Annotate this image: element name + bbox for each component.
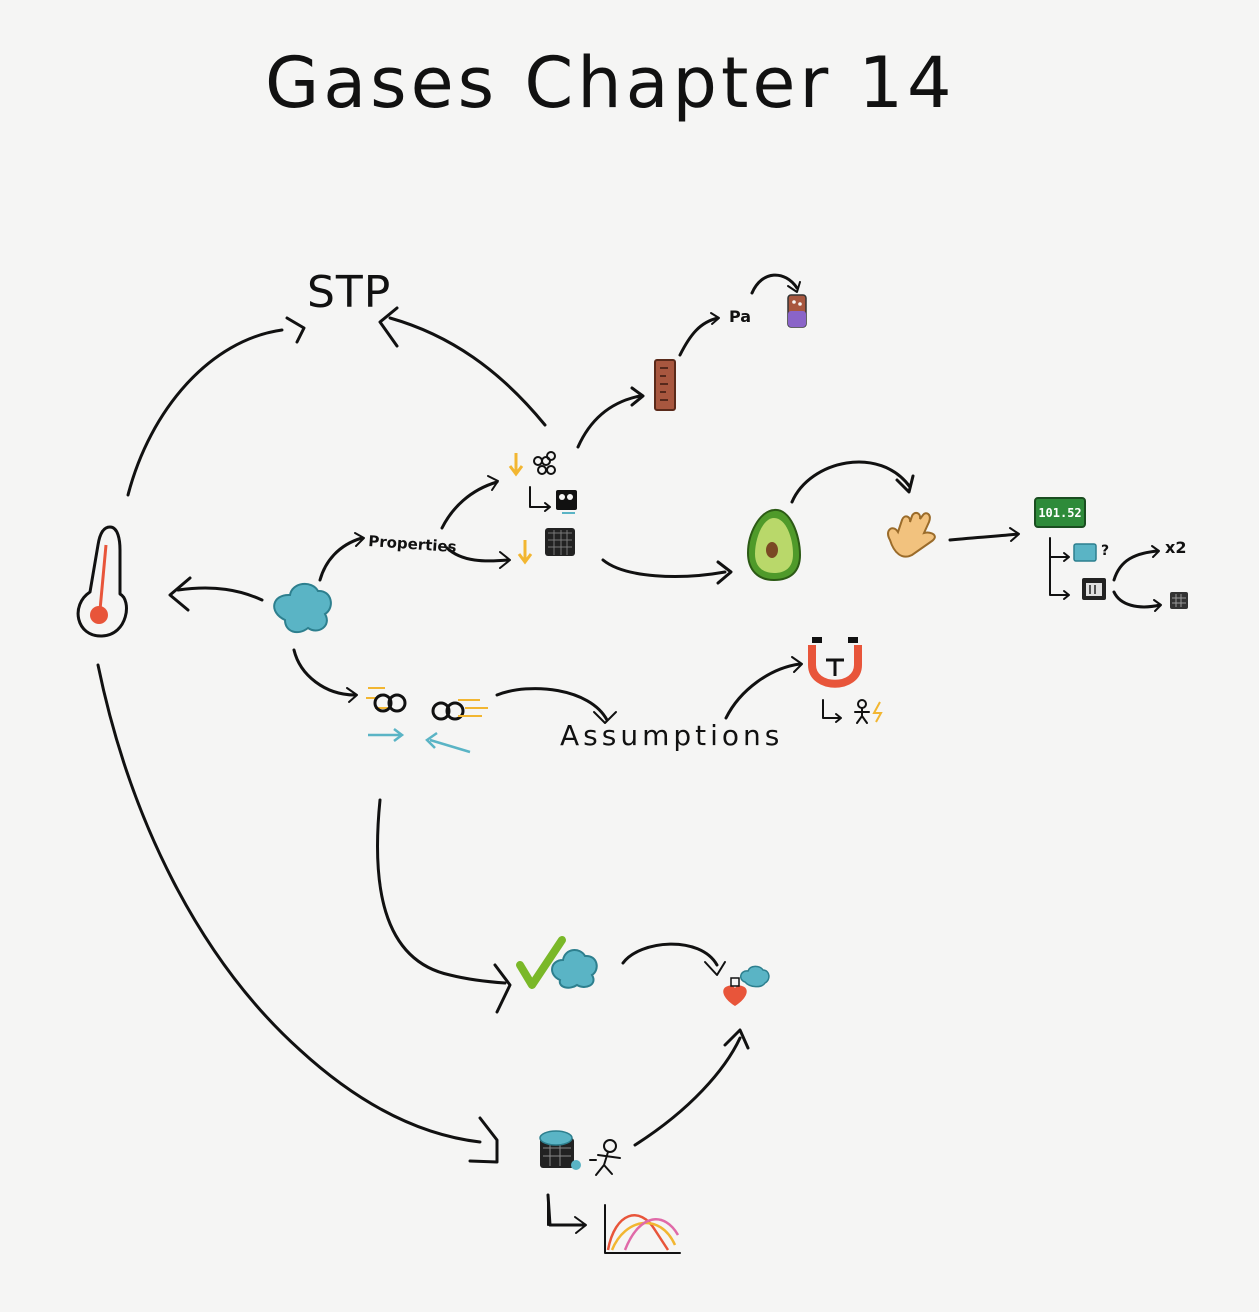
- arrowhead-heart-bottom: [723, 1028, 750, 1050]
- stick-figure-icon: [589, 1139, 621, 1176]
- avocado-icon: [746, 508, 802, 582]
- heart-icon: [723, 965, 770, 1006]
- small-block-icon: [1082, 578, 1106, 600]
- arrow-to-small-block: [1112, 590, 1162, 609]
- connectors: [96, 273, 1162, 1234]
- moving-particles-icon: [366, 687, 488, 754]
- molecules-icon: [533, 451, 556, 475]
- arrowhead-gauge: [787, 281, 801, 293]
- arrow-avocado-to-hand: [790, 460, 912, 504]
- arrowhead-ideal-gas: [493, 963, 512, 1014]
- arrow-cloud-to-thermo: [176, 586, 264, 602]
- pressure-gauge-icon: [787, 294, 807, 328]
- properties-label: Properties: [368, 532, 458, 556]
- grid-cube-icon: [1170, 592, 1188, 609]
- hand-icon: [887, 511, 936, 558]
- arrowhead-container: [468, 1116, 499, 1164]
- distribution-curves-icon: [547, 1199, 681, 1254]
- arrowhead-curves: [574, 1216, 587, 1234]
- arrow-pa-to-gauge: [750, 273, 799, 295]
- gas-cloud-icon: [273, 583, 332, 634]
- arrow-properties-to-molecules: [440, 480, 499, 530]
- arrow-dense-to-avocado: [601, 558, 727, 578]
- arrowhead-branch-top: [1063, 552, 1070, 562]
- page-title: Gases Chapter 14: [265, 42, 956, 124]
- container-question-icon: ?: [1073, 543, 1109, 562]
- arrowhead-display: [1009, 527, 1020, 542]
- arrow-hand-to-display: [948, 532, 1020, 542]
- arrow-thermo-to-container: [96, 663, 482, 1144]
- arrowhead-small-block: [1153, 599, 1162, 612]
- arrowhead-thermo: [168, 576, 192, 612]
- dense-block-icon: [517, 528, 575, 565]
- magnet-icon: [808, 637, 862, 688]
- times-two-label: x2: [1165, 538, 1186, 557]
- display-branch-line: [1049, 537, 1069, 596]
- container-icon: [539, 1130, 581, 1170]
- arrow-figure-to-heart: [633, 1036, 742, 1147]
- question-mark: ?: [1101, 543, 1109, 559]
- decrease-arrow-icon: [508, 453, 524, 477]
- arrow-cloud-to-particles: [292, 648, 357, 697]
- arrowhead-avocado: [716, 560, 733, 585]
- arrowhead-particles: [346, 687, 358, 703]
- arrowhead-heart-top: [704, 961, 726, 976]
- arrowhead-hand: [895, 474, 915, 494]
- arrowhead-ruler: [630, 386, 645, 407]
- arrow-thermo-to-stp: [126, 328, 284, 497]
- arrow-block-to-stp: [388, 316, 547, 427]
- crowd-icon: [529, 486, 577, 514]
- arrow-ruler-to-pa: [678, 316, 720, 357]
- arrow-to-ruler: [576, 394, 642, 449]
- arrowhead-x2: [1151, 545, 1160, 558]
- arrowhead-pa: [710, 312, 720, 325]
- arrow-cloud-to-properties: [318, 536, 364, 582]
- display-value: 101.52: [1038, 506, 1081, 520]
- checkmark-icon: [516, 936, 566, 989]
- arrow-assumptions-to-magnet: [724, 662, 802, 720]
- arrowhead-magnet: [791, 656, 803, 673]
- thermometer-icon: [76, 525, 128, 638]
- arrowhead-assumptions: [593, 711, 617, 724]
- arrowhead-stp-right: [378, 306, 399, 348]
- arrowhead-molecules: [487, 475, 499, 491]
- assumptions-label: Assumptions: [560, 719, 783, 752]
- pa-label: Pa: [729, 307, 751, 326]
- magnet-effect-icon: [822, 699, 883, 724]
- stp-label: STP: [307, 267, 391, 318]
- arrowhead-branch-bottom: [1063, 590, 1070, 600]
- arrow-ideal-to-heart: [621, 942, 719, 967]
- arrow-to-ideal-gas: [375, 798, 507, 985]
- arrowhead-properties: [354, 532, 365, 547]
- green-display-icon: 101.52: [1034, 497, 1086, 528]
- arrow-to-x2: [1112, 549, 1160, 582]
- arrowhead-stp-left: [285, 316, 306, 344]
- arrowhead-dense: [499, 551, 511, 569]
- ideal-gas-cloud-icon: [551, 949, 598, 989]
- arrow-particles-to-assumptions: [495, 687, 609, 722]
- ruler-icon: [654, 359, 676, 411]
- arrow-properties-to-dense: [445, 546, 510, 563]
